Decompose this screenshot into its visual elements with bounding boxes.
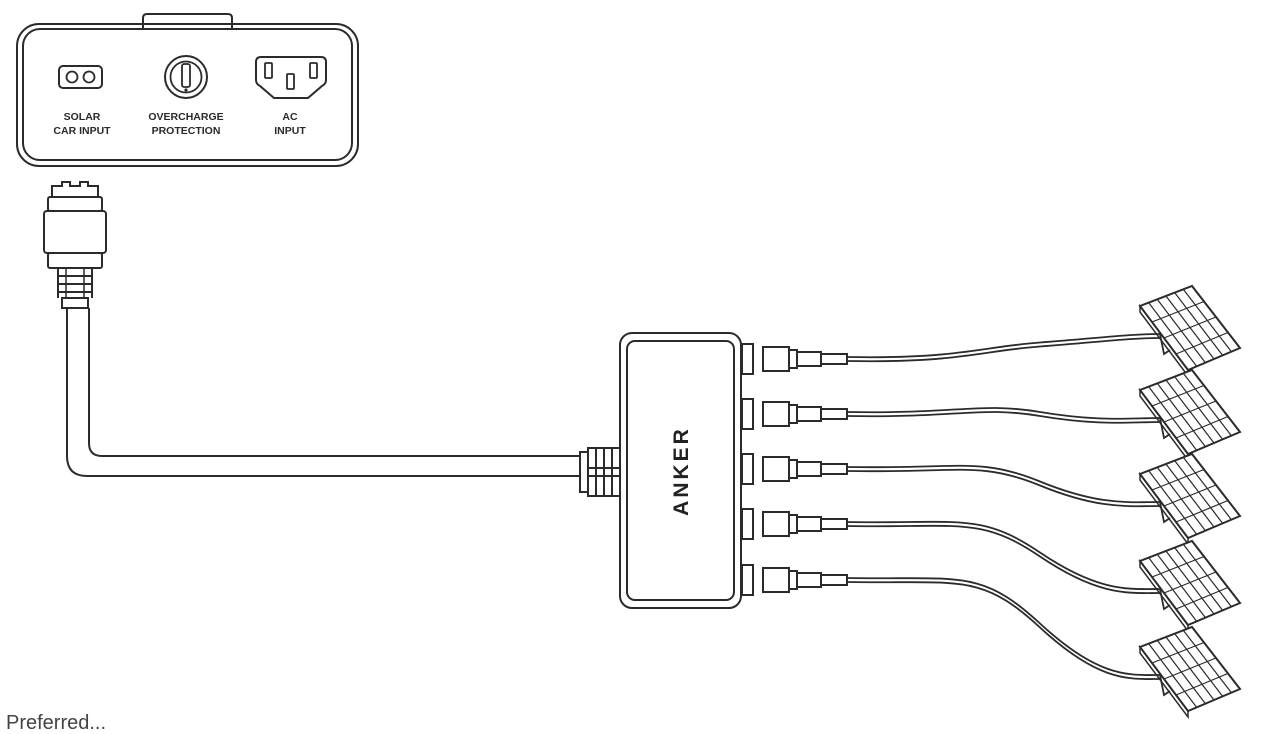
solar-cell-line [1175, 499, 1229, 523]
cable-strain-relief [820, 463, 848, 475]
solar-panel-stand [1159, 674, 1171, 697]
solar-panel-edge [1139, 558, 1189, 634]
mc4-connector-male [762, 401, 790, 427]
mc4-connector-ring [788, 404, 798, 424]
output-line-4 [741, 508, 1242, 634]
solar-cell-line [1151, 555, 1205, 578]
mc4-connector-female [796, 406, 822, 422]
solar-panel-3 [1138, 452, 1242, 547]
solar-cable [846, 520, 1161, 591]
solar-panel-edge [1139, 644, 1189, 720]
solar-panel-stand [1159, 333, 1171, 356]
hub-output-port [741, 453, 754, 485]
main-cable-plug [43, 181, 107, 309]
solar-cable [846, 524, 1161, 595]
parallel-hub: ANKER [619, 332, 742, 609]
overcharge-protection-icon [164, 55, 208, 99]
hub-brand-logo: ANKER [670, 426, 693, 516]
solar-cell-line [1163, 657, 1217, 680]
mc4-connector-male [762, 346, 790, 372]
output-line-1 [741, 284, 1242, 379]
output-line-3 [741, 452, 1242, 547]
hub-output-port [741, 398, 754, 430]
panel-body-outer [16, 23, 359, 167]
solar-panel-stand [1159, 588, 1171, 611]
cable-strain-relief [820, 408, 848, 420]
solar-cell-line [1175, 586, 1229, 610]
solar-cable [846, 577, 1161, 676]
ac-input-label-line1: AC [282, 111, 298, 123]
hub-output-port [741, 343, 754, 375]
solar-panel-stand [1159, 501, 1171, 524]
solar-car-input-port-icon [58, 65, 103, 89]
power-station-panel: SOLAR CAR INPUT OVERCHARGE PROTECTION AC… [16, 13, 359, 167]
cable-strain-relief [820, 574, 848, 586]
solar-cell-line [1163, 484, 1217, 507]
solar-cell-line [1151, 641, 1205, 664]
solar-cell-line [1175, 415, 1229, 439]
cable-strain-relief [820, 353, 848, 365]
mc4-connector-ring [788, 459, 798, 479]
solar-cable [846, 333, 1161, 359]
panel-handle [142, 13, 233, 28]
solar-cable [846, 464, 1161, 504]
solar-panel-2 [1138, 368, 1242, 463]
solar-panel-stand [1159, 417, 1171, 440]
solar-cell-line [1151, 384, 1205, 407]
solar-panel-4 [1138, 539, 1242, 634]
mc4-connector-female [796, 572, 822, 588]
solar-panel-1 [1138, 284, 1242, 379]
solar-cell-line [1163, 571, 1217, 594]
solar-cell-line [1151, 468, 1205, 491]
solar-cable [846, 468, 1161, 508]
solar-cable [846, 337, 1161, 363]
solar-cable [846, 581, 1161, 680]
solar-panel-edge [1139, 471, 1189, 547]
solar-port-label-line2: CAR INPUT [53, 125, 111, 137]
solar-panel-edge [1139, 303, 1189, 379]
solar-cell-line [1163, 400, 1217, 423]
hub-output-port [741, 508, 754, 540]
output-line-2 [741, 368, 1242, 463]
mc4-connector-ring [788, 349, 798, 369]
mc4-connector-female [796, 351, 822, 367]
output-line-5 [741, 564, 1242, 720]
overcharge-label-line1: OVERCHARGE [148, 111, 223, 123]
overcharge-label-line2: PROTECTION [152, 125, 221, 137]
hub-output-port [741, 564, 754, 596]
panel-body-inner [22, 28, 353, 161]
mc4-connector-male [762, 567, 790, 593]
ac-input-label-line2: INPUT [274, 125, 306, 137]
cable-strain-relief [820, 518, 848, 530]
solar-cell-line [1175, 331, 1229, 355]
solar-cell-line [1163, 316, 1217, 339]
solar-cell-line [1151, 300, 1205, 323]
solar-cable [846, 407, 1161, 420]
mc4-connector-female [796, 461, 822, 477]
mc4-connector-ring [788, 570, 798, 590]
ac-input-port-icon [255, 56, 327, 99]
solar-panel-edge [1139, 387, 1189, 463]
solar-panel-5 [1138, 625, 1242, 720]
caption-text: Preferred... [6, 712, 107, 734]
main-cable [66, 308, 621, 497]
solar-port-label-line1: SOLAR [64, 111, 101, 123]
solar-cell-line [1175, 672, 1229, 696]
hub-outputs [741, 284, 1242, 720]
solar-cable [846, 411, 1161, 424]
mc4-connector-male [762, 511, 790, 537]
mc4-connector-male [762, 456, 790, 482]
mc4-connector-female [796, 516, 822, 532]
mc4-connector-ring [788, 514, 798, 534]
